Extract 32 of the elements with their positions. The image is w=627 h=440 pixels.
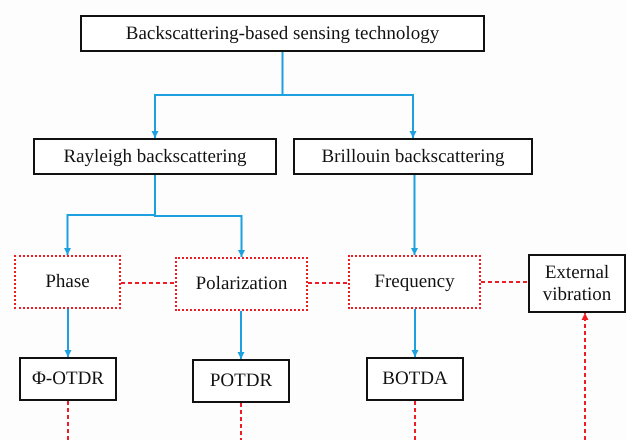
- connector-line: [121, 282, 175, 284]
- arrow: [64, 309, 72, 357]
- node-label: Frequency: [374, 271, 455, 293]
- parameter-box: [14, 255, 121, 309]
- parameter-box: [175, 257, 308, 311]
- arrow: [411, 175, 418, 255]
- node-label: BOTDA: [382, 368, 448, 390]
- arrow: [282, 52, 416, 138]
- process-box: [528, 254, 626, 313]
- connector-line: [414, 401, 416, 440]
- process-box: [293, 138, 533, 175]
- process-box: [366, 357, 464, 401]
- parameter-box: [348, 255, 481, 309]
- node-label: Phase: [45, 271, 90, 293]
- connector-line: [67, 401, 69, 440]
- node-label: Backscattering-based sensing technology: [126, 22, 440, 44]
- node-label: POTDR: [210, 370, 272, 392]
- connector-line: [240, 403, 242, 440]
- arrow: [412, 309, 418, 357]
- node-label: Rayleigh backscattering: [63, 146, 247, 168]
- arrow: [238, 311, 244, 359]
- node-label: Brillouin backscattering: [321, 146, 505, 168]
- process-box: [19, 357, 117, 401]
- process-box: [192, 359, 290, 403]
- arrow: [582, 313, 588, 440]
- process-box: [33, 138, 277, 175]
- node-label: External vibration: [542, 262, 612, 306]
- node-label: Φ-OTDR: [32, 368, 104, 390]
- process-box: [80, 15, 485, 52]
- connector-line: [308, 282, 348, 284]
- connector-line: [481, 281, 528, 283]
- node-label: Polarization: [196, 273, 288, 295]
